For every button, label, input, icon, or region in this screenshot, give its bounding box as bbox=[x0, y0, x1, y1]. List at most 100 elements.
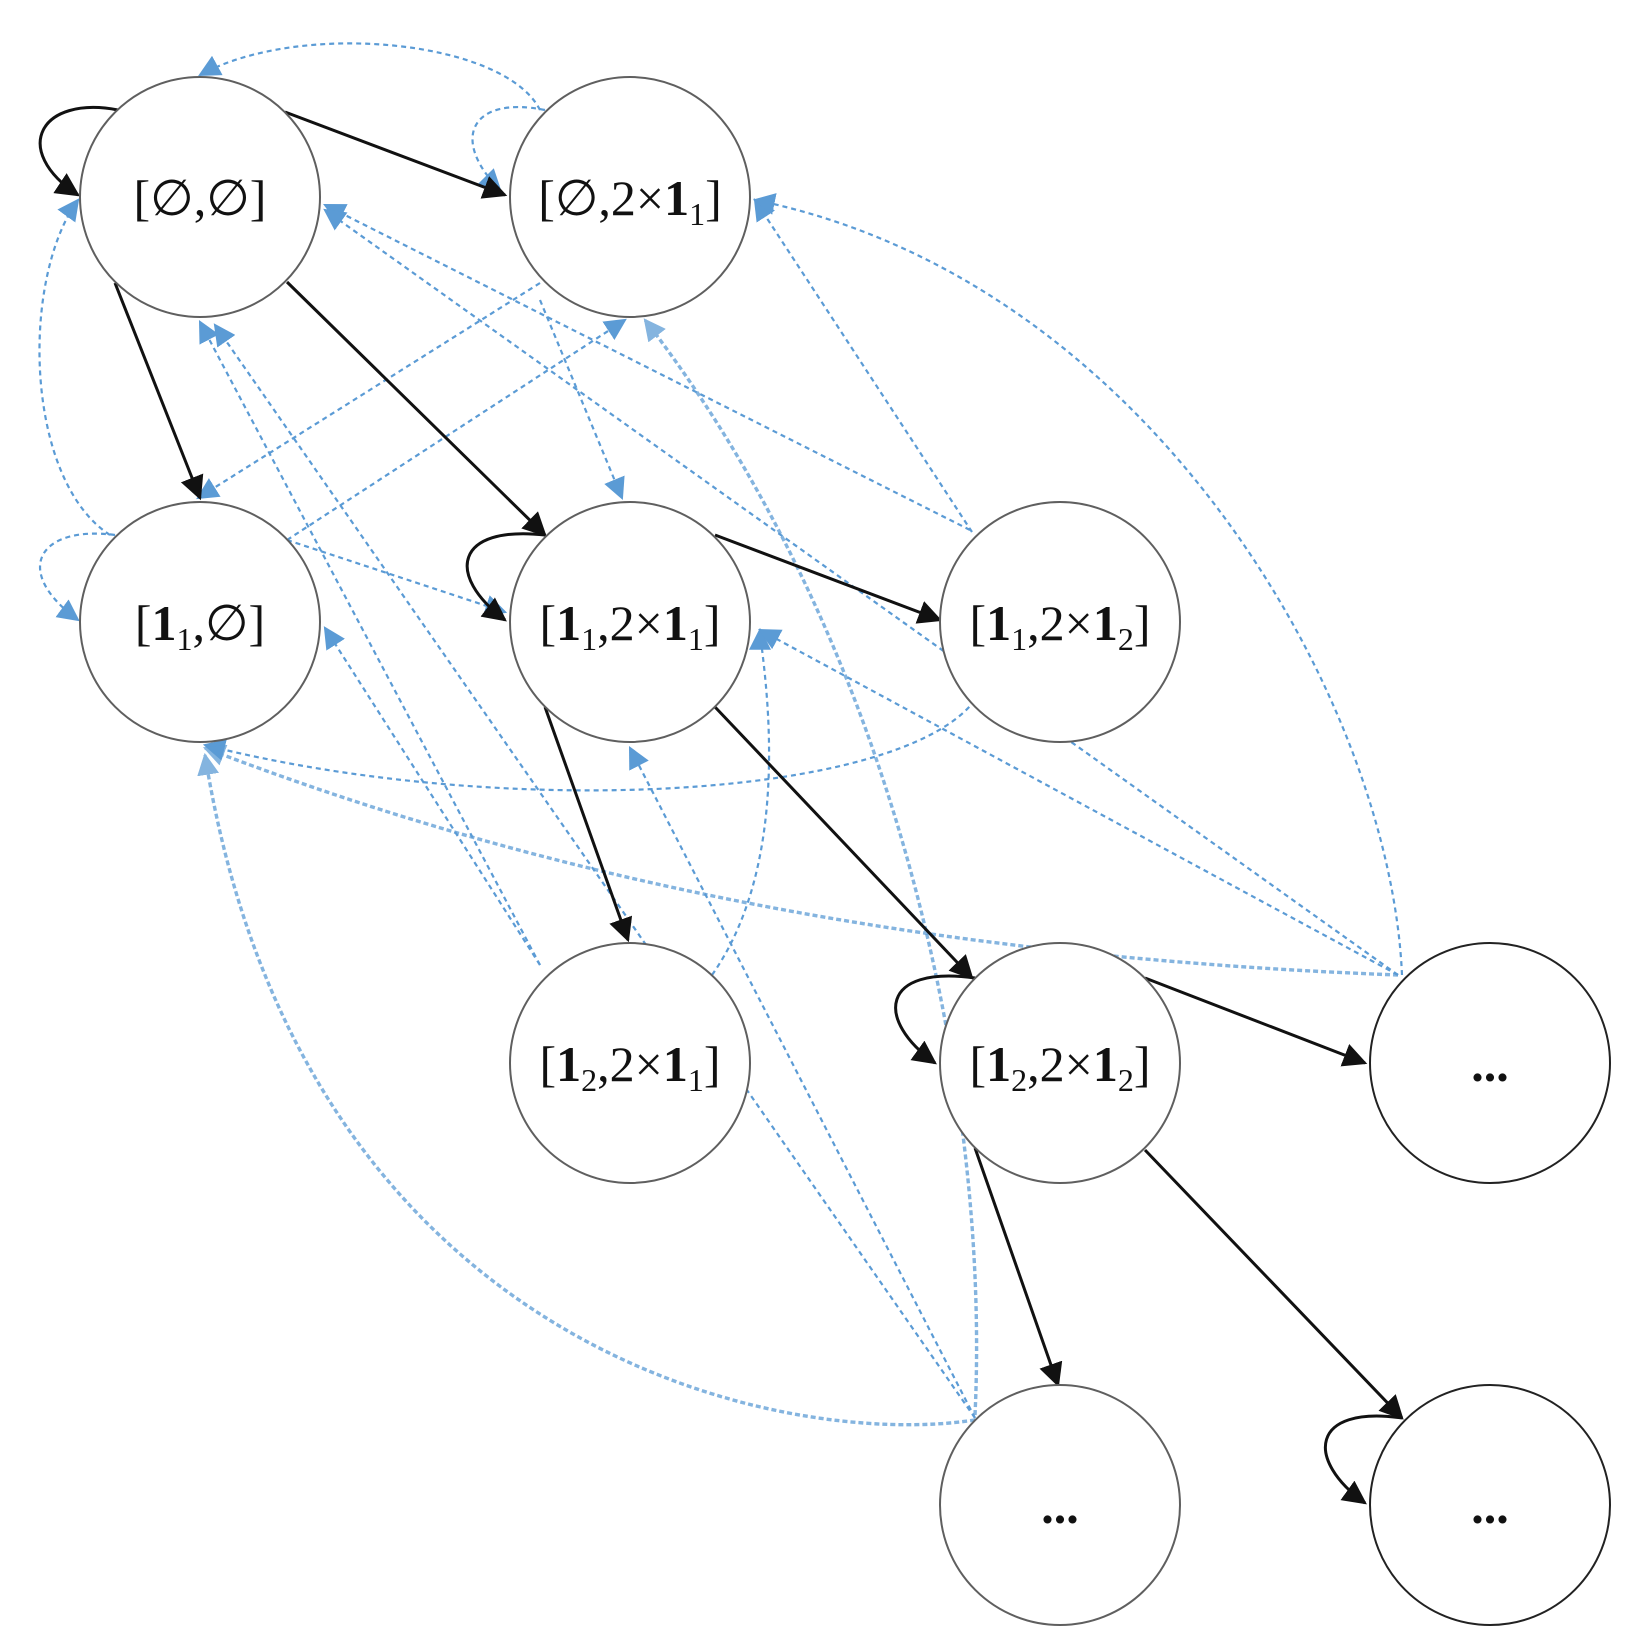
dashed-edge bbox=[286, 538, 508, 617]
label-part: [ bbox=[539, 1036, 556, 1092]
label-part: 1 bbox=[1093, 1036, 1118, 1092]
node-circle bbox=[939, 942, 1181, 1184]
dashed-edge bbox=[213, 323, 976, 1419]
node-label: [12,2×12] bbox=[969, 1036, 1150, 1098]
node-label: [11,2×12] bbox=[969, 595, 1150, 657]
label-part: ] bbox=[1134, 595, 1151, 651]
dashed-edge bbox=[323, 204, 971, 531]
node-ellipsis-bottom-right[interactable]: ... bbox=[1369, 1384, 1611, 1626]
label-part: ,2× bbox=[1027, 595, 1093, 651]
node-label: [12,2×11] bbox=[539, 1036, 720, 1098]
dashed-edge bbox=[323, 626, 541, 966]
label-part: ,∅] bbox=[192, 595, 265, 651]
label-subscript: 1 bbox=[688, 621, 704, 657]
label-part: [∅,2× bbox=[538, 170, 664, 226]
label-part: ,2× bbox=[597, 595, 663, 651]
solid-edge bbox=[713, 705, 974, 980]
solid-edge bbox=[894, 974, 976, 1065]
label-part: 1 bbox=[556, 595, 581, 651]
label-part: [∅,∅] bbox=[134, 170, 267, 226]
label-part: 1 bbox=[556, 1036, 581, 1092]
node-1-2-2x1-1[interactable]: [12,2×11] bbox=[509, 942, 751, 1184]
dashed-edge bbox=[471, 105, 546, 192]
solid-edge bbox=[1144, 976, 1368, 1067]
label-part: 1 bbox=[986, 595, 1011, 651]
label-part: 1 bbox=[986, 1036, 1011, 1092]
label-part: [ bbox=[135, 595, 152, 651]
solid-edges bbox=[38, 106, 1404, 1505]
label-subscript: 1 bbox=[1011, 621, 1027, 657]
label-part: 1 bbox=[151, 595, 176, 651]
label-part: [ bbox=[969, 1036, 986, 1092]
dashed-edge bbox=[753, 198, 973, 533]
label-part: ,2× bbox=[597, 1036, 663, 1092]
node-circle bbox=[939, 501, 1181, 743]
dashed-edge bbox=[643, 318, 979, 1416]
node-empty-2x1-1[interactable]: [∅,2×11] bbox=[509, 76, 751, 318]
node-circle bbox=[509, 942, 751, 1184]
dashed-edge bbox=[202, 744, 1399, 977]
label-part: ... bbox=[1471, 1478, 1509, 1534]
label-subscript: 2 bbox=[1011, 1062, 1027, 1098]
solid-edge bbox=[973, 1147, 1063, 1388]
node-circle bbox=[1369, 942, 1611, 1184]
node-label: [∅,2×11] bbox=[538, 170, 722, 232]
label-part: [ bbox=[969, 595, 986, 651]
label-part: ] bbox=[704, 1036, 721, 1092]
label-part: ... bbox=[1041, 1478, 1079, 1534]
solid-edge bbox=[113, 282, 204, 501]
solid-edge bbox=[465, 532, 546, 622]
node-empty-empty[interactable]: [∅,∅] bbox=[79, 76, 321, 318]
node-label: ... bbox=[1041, 1478, 1079, 1534]
dashed-edge bbox=[198, 42, 541, 111]
node-circle bbox=[509, 501, 751, 743]
nodes: [∅,∅] [∅,2×11] [11,∅] [11,2×11] [11,2×12… bbox=[79, 76, 1611, 1626]
node-label: ... bbox=[1471, 1036, 1509, 1092]
node-circle bbox=[509, 76, 751, 318]
label-part: ] bbox=[705, 170, 722, 226]
node-circle bbox=[1369, 1384, 1611, 1626]
node-label: [11,2×11] bbox=[539, 595, 720, 657]
dashed-edges bbox=[38, 42, 1404, 1427]
node-1-1-2x1-1[interactable]: [11,2×11] bbox=[509, 501, 751, 743]
dashed-edge bbox=[286, 318, 627, 541]
solid-edge bbox=[1324, 1414, 1403, 1505]
dashed-edge bbox=[196, 282, 541, 500]
label-part: 1 bbox=[663, 595, 688, 651]
node-1-2-2x1-2[interactable]: [12,2×12] bbox=[939, 942, 1181, 1184]
node-ellipsis-right[interactable]: ... bbox=[1369, 942, 1611, 1184]
label-part: ,2× bbox=[1027, 1036, 1093, 1092]
label-subscript: 1 bbox=[581, 621, 597, 657]
dashed-edge bbox=[323, 208, 1399, 976]
label-part: [ bbox=[539, 595, 556, 651]
label-part: 1 bbox=[1093, 595, 1118, 651]
node-ellipsis-bottom[interactable]: ... bbox=[939, 1384, 1181, 1626]
solid-edge bbox=[714, 533, 943, 624]
solid-edge bbox=[543, 706, 633, 943]
dashed-edge bbox=[758, 628, 1399, 976]
label-part: ] bbox=[704, 595, 721, 651]
label-subscript: 1 bbox=[176, 621, 192, 657]
node-label: [∅,∅] bbox=[134, 170, 267, 226]
label-subscript: 1 bbox=[688, 1062, 704, 1098]
label-subscript: 2 bbox=[1118, 621, 1134, 657]
label-part: 1 bbox=[664, 170, 689, 226]
solid-edge bbox=[1143, 1148, 1404, 1420]
solid-edge bbox=[38, 106, 119, 197]
label-part: ... bbox=[1471, 1036, 1509, 1092]
solid-edge bbox=[284, 110, 508, 199]
node-circle bbox=[79, 76, 321, 318]
node-circle bbox=[939, 1384, 1181, 1626]
dashed-edge bbox=[38, 198, 111, 536]
node-label: [11,∅] bbox=[135, 595, 265, 657]
label-subscript: 2 bbox=[581, 1062, 597, 1098]
node-label: ... bbox=[1471, 1478, 1509, 1534]
node-1-1-2x1-2[interactable]: [11,2×12] bbox=[939, 501, 1181, 743]
node-1-1-empty[interactable]: [11,∅] bbox=[79, 501, 321, 743]
label-part: 1 bbox=[663, 1036, 688, 1092]
dashed-edge bbox=[197, 752, 976, 1427]
dashed-edge bbox=[198, 320, 541, 966]
dashed-edge bbox=[752, 193, 1404, 976]
dashed-edge bbox=[538, 299, 625, 501]
